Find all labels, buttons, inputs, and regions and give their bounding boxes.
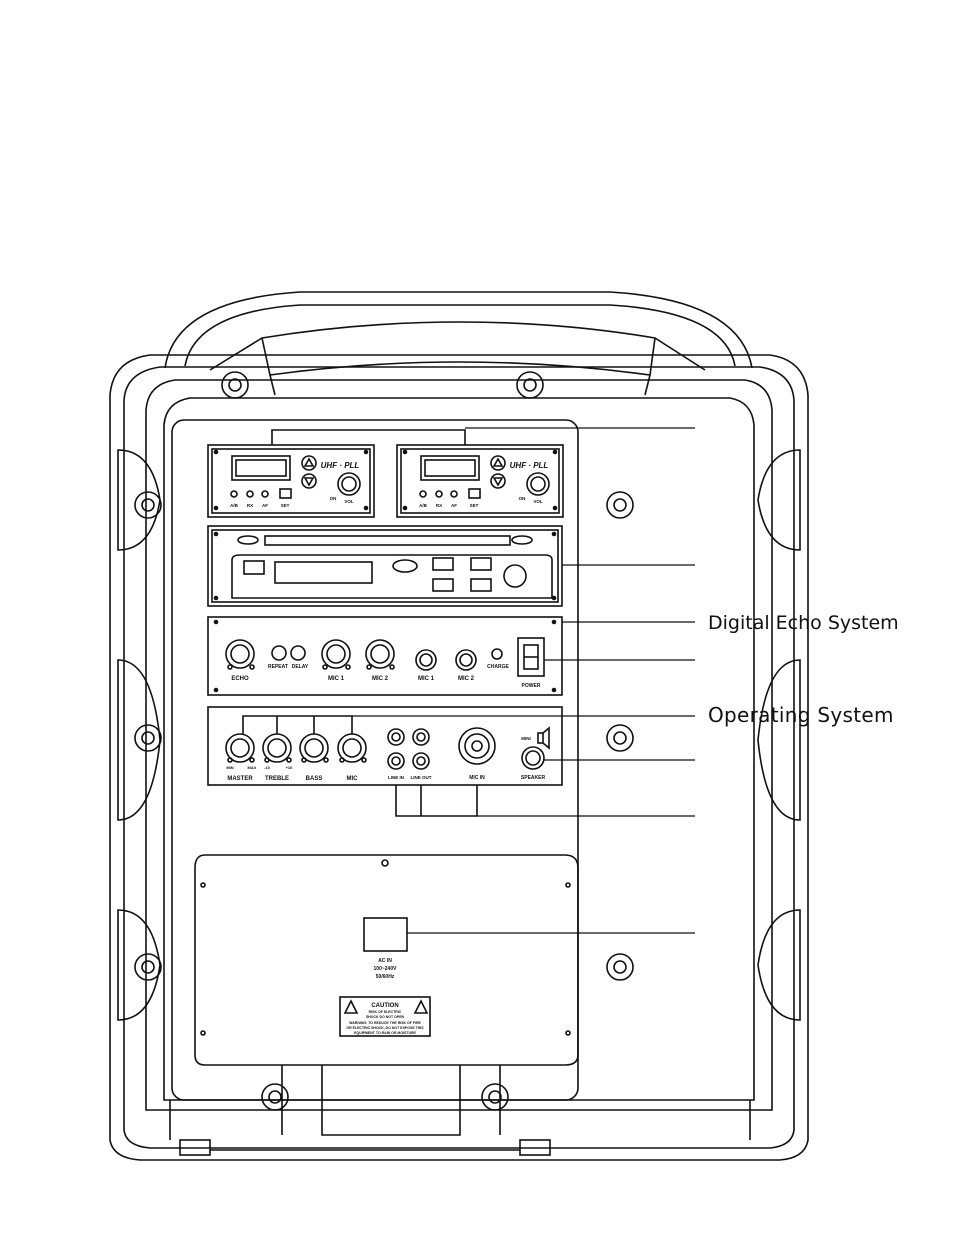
callout-lines bbox=[352, 427, 695, 934]
treble-label: TREBLE bbox=[265, 776, 289, 782]
min-label: MIN bbox=[226, 765, 233, 770]
echo-label: ECHO bbox=[231, 676, 249, 682]
warning-line2: OR ELECTRIC SHOCK, DO NOT EXPOSE THIS bbox=[346, 1026, 424, 1030]
bass-knob bbox=[299, 733, 329, 763]
receiver-vol-label: VOL bbox=[344, 499, 354, 504]
bass-label: BASS bbox=[306, 776, 323, 782]
screws bbox=[134, 371, 634, 1111]
speaker-label: SPEAKER bbox=[521, 775, 546, 781]
mic1-knob-label: MIC 1 bbox=[328, 676, 345, 682]
mic-in-label: MIC IN bbox=[469, 775, 485, 781]
mic-label: MIC bbox=[347, 776, 359, 782]
repeat-label: REPEAT bbox=[268, 664, 288, 670]
cabinet-body bbox=[109, 354, 809, 1161]
treble-max-label: +10 bbox=[286, 765, 294, 770]
caution-sub2: SHOCK DO NOT OPEN bbox=[366, 1015, 405, 1019]
receiver-2-labels: UHF · PLL A/B RX AF SET ON VOL bbox=[419, 461, 548, 508]
receiver-button-label-af: AF bbox=[262, 503, 268, 508]
power-switch bbox=[517, 637, 545, 677]
digital-echo-system-label: Digital Echo System bbox=[708, 612, 899, 634]
receiver-module-2 bbox=[396, 444, 564, 518]
max-label: MAX bbox=[248, 765, 257, 770]
operating-callout-bracket bbox=[242, 715, 353, 734]
freq-label: 50/60Hz bbox=[376, 974, 395, 980]
mini-label: MINI bbox=[521, 736, 531, 741]
mic2-knob-label: MIC 2 bbox=[372, 676, 389, 682]
receiver-module-1 bbox=[207, 429, 466, 518]
operating-system-label: Operating System bbox=[708, 703, 894, 727]
mic1-jack-label: MIC 1 bbox=[418, 676, 435, 682]
master-knob bbox=[225, 733, 255, 763]
receiver-button-label-set: SET bbox=[281, 503, 290, 508]
mic2-jack-label: MIC 2 bbox=[458, 676, 475, 682]
echo-panel: ECHO REPEAT DELAY MIC 1 MIC 2 MIC 1 MIC … bbox=[207, 616, 563, 696]
receiver-brand-label: UHF · PLL bbox=[510, 461, 549, 470]
receiver-on-label: ON bbox=[330, 496, 337, 501]
ac-inlet bbox=[363, 917, 408, 952]
line-in-jacks bbox=[387, 728, 405, 770]
caution-plate bbox=[339, 996, 431, 1037]
power-label: POWER bbox=[522, 683, 541, 689]
warning-line3: EQUIPMENT TO RAIN OR MOISTURE bbox=[354, 1031, 416, 1035]
mic1-knob bbox=[321, 639, 351, 670]
master-label: MASTER bbox=[227, 776, 253, 782]
echo-knob bbox=[225, 639, 255, 670]
receiver-button-label-ab: A/B bbox=[230, 503, 239, 508]
receiver-on-label: ON bbox=[519, 496, 526, 501]
receiver-button-label-rx: RX bbox=[436, 503, 442, 508]
warning-line1: WARNING: TO REDUCE THE RISK OF FIRE bbox=[349, 1021, 421, 1025]
treble-knob bbox=[262, 733, 292, 763]
mic-in-combo-jack bbox=[458, 727, 496, 765]
receiver-button-label-rx: RX bbox=[247, 503, 253, 508]
line-out-label: LINE OUT bbox=[411, 775, 432, 780]
side-clamps bbox=[117, 449, 801, 1021]
mic-knob bbox=[337, 733, 367, 763]
ac-in-label: AC IN bbox=[378, 958, 392, 964]
receiver-vol-label: VOL bbox=[533, 499, 543, 504]
line-out-jacks bbox=[412, 728, 430, 770]
charge-led bbox=[491, 648, 503, 660]
rear-ac-panel: AC IN 100~240V 50/60Hz CAUTION RISK OF E… bbox=[194, 854, 579, 1066]
receiver-button-label-af: AF bbox=[451, 503, 457, 508]
delay-label: DELAY bbox=[292, 664, 309, 670]
operating-panel: MASTER TREBLE BASS MIC MIN MAX -10 +10 L… bbox=[207, 706, 563, 817]
carry-handle bbox=[164, 291, 753, 396]
charge-label: CHARGE bbox=[487, 664, 509, 670]
caution-sub1: RISK OF ELECTRIC bbox=[369, 1010, 402, 1014]
voltage-label: 100~240V bbox=[374, 966, 398, 972]
line-in-label: LINE IN bbox=[388, 775, 404, 780]
receiver-button-label-ab: A/B bbox=[419, 503, 428, 508]
receiver-brand-label: UHF · PLL bbox=[321, 461, 360, 470]
delay-button bbox=[290, 645, 306, 661]
caution-title: CAUTION bbox=[371, 1003, 398, 1009]
repeat-button bbox=[271, 645, 287, 661]
io-callout-bracket bbox=[395, 785, 478, 817]
mic1-jack bbox=[415, 649, 437, 671]
receiver-button-label-set: SET bbox=[470, 503, 479, 508]
mic2-jack bbox=[455, 649, 477, 671]
treble-min-label: -10 bbox=[264, 765, 271, 770]
media-player-module bbox=[207, 525, 563, 607]
speaker-jack bbox=[521, 726, 550, 770]
mic2-knob bbox=[365, 639, 395, 670]
receiver-1-labels: UHF · PLL A/B RX AF SET ON VOL bbox=[230, 461, 359, 508]
